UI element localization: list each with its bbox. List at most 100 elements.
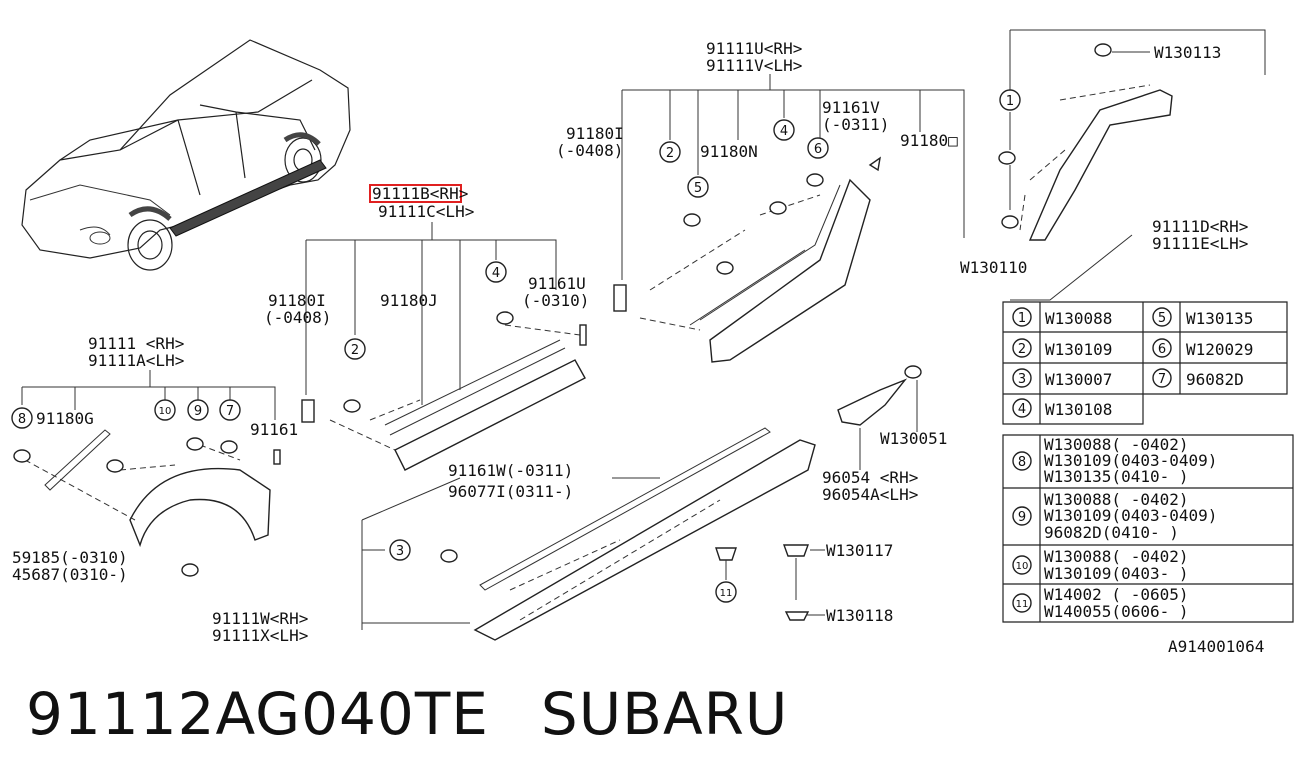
- svg-text:W130109(0403-0409): W130109(0403-0409): [1044, 451, 1217, 470]
- svg-text:7: 7: [226, 404, 234, 419]
- svg-text:4: 4: [492, 266, 500, 281]
- svg-text:10: 10: [159, 406, 172, 417]
- group-91111: 91111 <RH> 91111A<LH> 91180G 91161 59185…: [12, 334, 298, 584]
- svg-text:W130109(0403- ): W130109(0403- ): [1044, 564, 1189, 583]
- label-91180i-a-range: (-0408): [556, 141, 623, 160]
- svg-text:9: 9: [194, 404, 202, 419]
- label-w130051: W130051: [880, 429, 947, 448]
- label-91180o: 91180□: [900, 131, 958, 150]
- label-59185: 59185(-0310): [12, 548, 128, 567]
- label-91111w: 91111W<RH>: [212, 609, 308, 628]
- label-91180i-b-range: (-0408): [264, 308, 331, 327]
- legend-dated-row-8: 8 W130088( -0402) W130109(0403-0409) W13…: [1012, 435, 1217, 486]
- svg-text:4: 4: [780, 124, 788, 139]
- callout-11: 11: [715, 581, 737, 603]
- label-91111v: 91111V<LH>: [706, 56, 802, 75]
- highlight-box: [369, 184, 462, 203]
- callout-10: 10: [154, 399, 176, 421]
- label-91111x: 91111X<LH>: [212, 626, 308, 645]
- legend-dated-row-11: 11 W14002 ( -0605) W140055(0606- ): [1012, 585, 1189, 621]
- group-96054: W130051 96054 <RH> 96054A<LH>: [822, 365, 947, 504]
- callout-2: 2: [659, 141, 681, 163]
- label-w130117: W130117: [826, 541, 893, 560]
- callout-1: 1: [999, 89, 1021, 111]
- legend-row-1: 1 W130088 5 W130135: [1012, 307, 1253, 328]
- svg-text:W130109(0403-0409): W130109(0403-0409): [1044, 506, 1217, 525]
- label-45687: 45687(0310-): [12, 565, 128, 584]
- svg-text:4: 4: [1018, 402, 1026, 417]
- legend-table: 1 W130088 5 W130135 2 W130109 6 W120029 …: [1002, 301, 1288, 425]
- label-91111a: 91111A<LH>: [88, 351, 184, 370]
- svg-text:W130088( -0402): W130088( -0402): [1044, 435, 1189, 454]
- svg-text:10: 10: [1016, 561, 1029, 572]
- svg-text:1: 1: [1006, 94, 1014, 109]
- svg-text:W130109: W130109: [1045, 340, 1112, 359]
- callout-8: 8: [11, 407, 33, 429]
- label-91111e: 91111E<LH>: [1152, 234, 1248, 253]
- legend-row-2: 2 W130109 6 W120029: [1012, 338, 1253, 359]
- label-91180n: 91180N: [700, 142, 758, 161]
- legend-dated-row-10: 10 W130088( -0402) W130109(0403- ): [1012, 547, 1189, 583]
- svg-text:W14002 ( -0605): W14002 ( -0605): [1044, 585, 1189, 604]
- callout-7: 7: [219, 399, 241, 421]
- svg-text:W130108: W130108: [1045, 400, 1112, 419]
- svg-text:W130135(0410- ): W130135(0410- ): [1044, 467, 1189, 486]
- svg-text:7: 7: [1158, 372, 1166, 387]
- svg-text:W130135: W130135: [1186, 309, 1253, 328]
- label-91111d: 91111D<RH>: [1152, 217, 1248, 236]
- label-91161u-range: (-0310): [522, 291, 589, 310]
- label-w130118: W130118: [826, 606, 893, 625]
- svg-text:11: 11: [1016, 599, 1029, 610]
- diagram-code: A914001064: [1168, 637, 1264, 656]
- svg-text:W130088( -0402): W130088( -0402): [1044, 490, 1189, 509]
- callout-3: 3: [389, 539, 411, 561]
- group-91111w: 91161W(-0311) 96077I(0311-) 91111W<RH> 9…: [212, 427, 893, 645]
- label-91161: 91161: [250, 420, 298, 439]
- callout-9: 9: [187, 399, 209, 421]
- svg-text:W130007: W130007: [1045, 370, 1112, 389]
- svg-text:11: 11: [720, 588, 733, 599]
- label-96077i: 96077I(0311-): [448, 482, 573, 501]
- callout-4b: 4: [485, 261, 507, 283]
- callout-2b: 2: [344, 338, 366, 360]
- group-91111d: W130113 91111D<RH> 91111E<LH> W130110: [960, 29, 1266, 301]
- car-illustration: [21, 39, 351, 271]
- label-91161w: 91161W(-0311): [448, 461, 573, 480]
- group-91111u: 91111U<RH> 91111V<LH> 91180I (-0408) 911…: [556, 39, 965, 363]
- svg-text:1: 1: [1018, 311, 1026, 326]
- label-w130110: W130110: [960, 258, 1027, 277]
- svg-text:6: 6: [1158, 342, 1166, 357]
- label-91161v: 91161V: [822, 98, 880, 117]
- svg-text:96082D(0410- ): 96082D(0410- ): [1044, 523, 1179, 542]
- svg-text:2: 2: [1018, 342, 1026, 357]
- label-91111c: 91111C<LH>: [378, 202, 474, 221]
- label-91161v-range: (-0311): [822, 115, 889, 134]
- svg-text:3: 3: [1018, 372, 1026, 387]
- svg-text:8: 8: [1018, 455, 1026, 470]
- svg-text:W140055(0606- ): W140055(0606- ): [1044, 602, 1189, 621]
- svg-text:5: 5: [694, 181, 702, 196]
- callout-5: 5: [687, 176, 709, 198]
- svg-text:5: 5: [1158, 311, 1166, 326]
- callout-6: 6: [807, 137, 829, 159]
- label-91180g: 91180G: [36, 409, 94, 428]
- label-91161u: 91161U: [528, 274, 586, 293]
- legend-row-4: 4 W130108: [1012, 398, 1112, 419]
- label-96054: 96054 <RH>: [822, 468, 918, 487]
- label-96054a: 96054A<LH>: [822, 485, 918, 504]
- legend-row-3: 3 W130007 7 96082D: [1012, 368, 1244, 389]
- label-91180i-b: 91180I: [268, 291, 326, 310]
- group-91111b: 91111B<RH> 91111C<LH> 91180I (-0408) 911…: [264, 184, 589, 471]
- label-91111b-highlighted: 91111B<RH>: [372, 184, 468, 203]
- svg-text:96082D: 96082D: [1186, 370, 1244, 389]
- label-91111: 91111 <RH>: [88, 334, 184, 353]
- callouts: 1 2 5 4 6 4 2 8 10 9 7 3 11: [11, 89, 1021, 603]
- label-91111u: 91111U<RH>: [706, 39, 802, 58]
- svg-text:2: 2: [351, 343, 359, 358]
- svg-text:9: 9: [1018, 510, 1026, 525]
- legend-dated-row-9: 9 W130088( -0402) W130109(0403-0409) 960…: [1012, 490, 1217, 542]
- svg-text:3: 3: [396, 544, 404, 559]
- svg-text:8: 8: [18, 412, 26, 427]
